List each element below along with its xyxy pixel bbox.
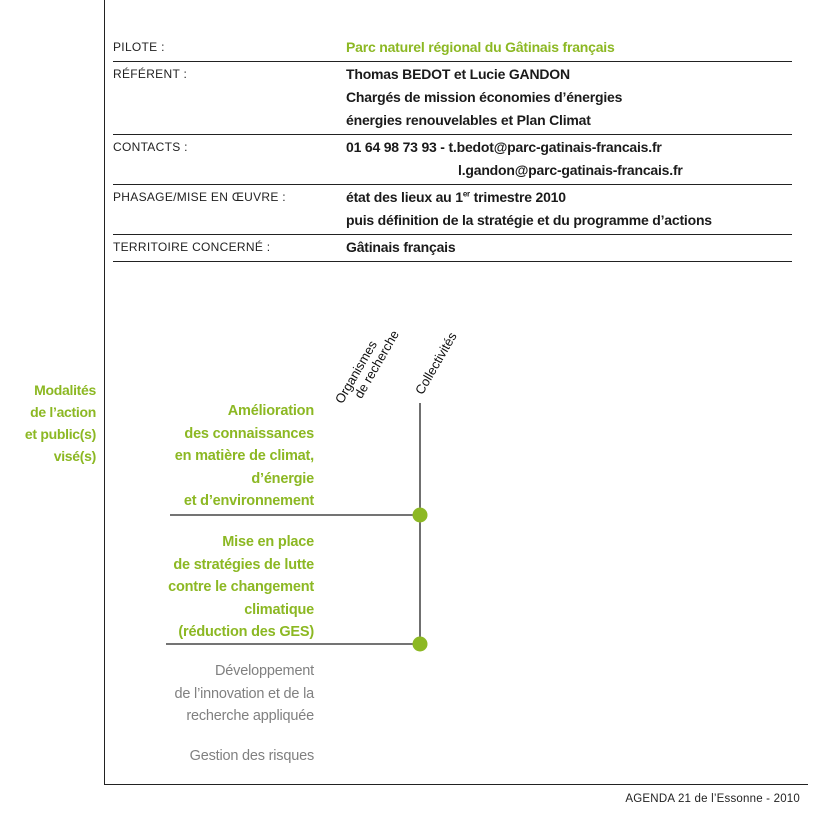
column-label-organismes-de-recherche: Organismes de recherche <box>332 321 402 413</box>
info-row-territoire: TERRITOIRE CONCERNÉ : Gâtinais français <box>113 234 792 262</box>
page-footer: AGENDA 21 de l’Essonne - 2010 <box>625 793 800 805</box>
modalites-heading: Modalités de l’action et public(s) visé(… <box>0 379 96 467</box>
page-frame-bottom-rule <box>104 784 808 785</box>
action-1-line-3: en matière de climat, <box>174 448 314 464</box>
info-label-referent: RÉFÉRENT : <box>113 67 188 81</box>
column-label-collectivites-text: Collectivités <box>412 329 460 397</box>
action-1-line-5: et d’environnement <box>183 493 314 509</box>
territoire-value: Gâtinais français <box>346 239 456 255</box>
phasage-line-1: état des lieux au 1er trimestre 2010 <box>346 186 792 209</box>
action-2-line-5: (réduction des GES) <box>178 624 314 640</box>
contact-email-2[interactable]: l.gandon@parc-gatinais-francais.fr <box>458 162 683 178</box>
info-row-phasage: PHASAGE/MISE EN ŒUVRE : état des lieux a… <box>113 184 792 234</box>
action-2-line-2: de stratégies de lutte <box>173 556 314 573</box>
action-1-line-1: Amélioration <box>227 403 314 419</box>
action-3-line-3: recherche appliquée <box>186 708 314 724</box>
modalites-line-3: et public(s) <box>24 426 96 442</box>
action-2-line-1: Mise en place <box>222 534 314 550</box>
mark-dot-action-2-collectivites <box>412 636 428 652</box>
phasage-line-1-pre: état des lieux au 1 <box>346 189 463 205</box>
referent-role-line-2: énergies renouvelables et Plan Climat <box>346 112 591 128</box>
info-label-pilote: PILOTE : <box>113 40 165 54</box>
page-frame-left-rule <box>104 0 105 785</box>
info-row-contacts: CONTACTS : 01 64 98 73 93 - t.bedot@parc… <box>113 134 792 184</box>
action-1-line-4: d’énergie <box>251 470 314 487</box>
action-3-line-1: Développement <box>215 663 314 679</box>
action-strategies-lutte: Mise en place de stratégies de lutte con… <box>54 531 314 644</box>
referent-names: Thomas BEDOT et Lucie GANDON <box>346 66 570 82</box>
info-label-phasage: PHASAGE/MISE EN ŒUVRE : <box>113 190 286 204</box>
action-2-line-3: contre le changement <box>168 579 314 595</box>
info-label-territoire: TERRITOIRE CONCERNÉ : <box>113 240 271 254</box>
modalites-line-4: visé(s) <box>53 448 97 464</box>
action-2-line-4: climatique <box>244 601 314 618</box>
referent-role-line-1: Chargés de mission économies d’énergies <box>346 89 623 105</box>
info-row-pilote: PILOTE : Parc naturel régional du Gâtina… <box>113 35 792 61</box>
modalites-line-1: Modalités <box>34 382 96 398</box>
modalites-line-2: de l’action <box>30 404 96 420</box>
mark-dot-action-1-collectivites <box>412 507 428 523</box>
phasage-ordinal-sup: er <box>462 189 470 199</box>
action-3-line-2: de l’innovation et de la <box>174 685 315 702</box>
contact-phone-email-1[interactable]: 01 64 98 73 93 - t.bedot@parc-gatinais-f… <box>346 139 662 155</box>
info-table: PILOTE : Parc naturel régional du Gâtina… <box>113 35 792 262</box>
action-developpement-innovation: Développement de l’innovation et de la r… <box>54 660 315 728</box>
action-amelioration-connaissances: Amélioration des connaissances en matièr… <box>54 400 314 513</box>
info-row-referent: RÉFÉRENT : Thomas BEDOT et Lucie GANDON … <box>113 61 792 134</box>
phasage-line-1-post: trimestre 2010 <box>469 189 566 205</box>
phasage-line-2: puis définition de la stratégie et du pr… <box>346 212 712 228</box>
action-1-line-2: des connaissances <box>184 425 314 442</box>
action-4-line-1: Gestion des risques <box>189 748 315 764</box>
column-label-collectivites: Collectivités <box>412 329 460 397</box>
action-gestion-risques: Gestion des risques <box>54 745 315 768</box>
info-label-contacts: CONTACTS : <box>113 140 188 154</box>
pilote-value: Parc naturel régional du Gâtinais frança… <box>346 39 615 55</box>
